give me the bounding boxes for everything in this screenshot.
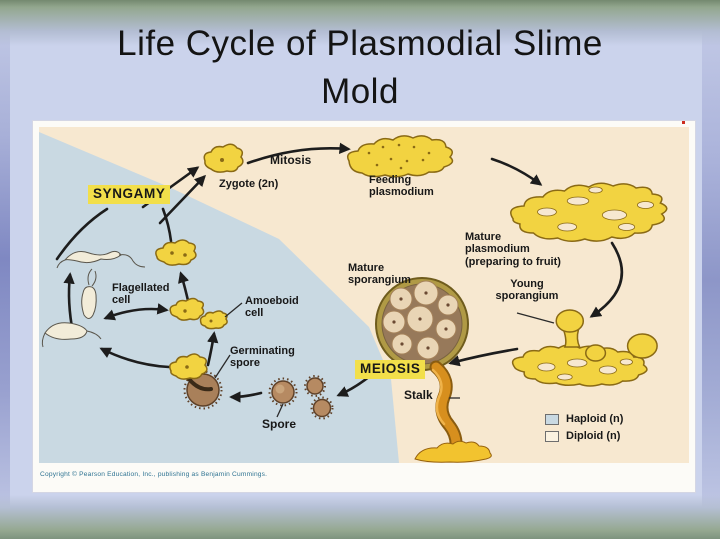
syngamy-label: SYNGAMY xyxy=(88,185,171,204)
spore-label: Spore xyxy=(262,417,297,431)
legend: Haploid (n) Diploid (n) xyxy=(545,413,623,447)
red-dot-artifact xyxy=(682,121,685,124)
fusing-cell-shape xyxy=(155,239,197,266)
meiosis-label: MEIOSIS xyxy=(355,360,426,379)
mature-plasmodium-shape xyxy=(511,183,667,241)
flagellated-cell-label: Flagellated cell xyxy=(112,282,170,307)
cycle-arrows xyxy=(63,142,624,403)
mature-sporangium-label: Mature sporangium xyxy=(348,262,411,287)
legend-row-diploid: Diploid (n) xyxy=(545,430,623,442)
bottom-gradient-band xyxy=(0,495,720,539)
stalk-shape xyxy=(414,360,492,463)
legend-haploid-label: Haploid (n) xyxy=(566,413,624,425)
feeding-plasmodium-shape xyxy=(346,135,454,178)
amoeboid-cells-shape xyxy=(169,297,228,330)
flagellated-cells-shape xyxy=(41,250,146,348)
legend-row-haploid: Haploid (n) xyxy=(545,413,623,425)
mitosis-label: Mitosis xyxy=(270,153,312,167)
legend-diploid-swatch xyxy=(545,430,559,442)
top-gradient-band xyxy=(0,0,720,46)
germinating-spore-label: Germinating spore xyxy=(230,345,295,370)
diagram-content: SYNGAMY Zygote (2n) Mitosis Feeding plas… xyxy=(39,127,689,463)
young-sporangium-label: Young sporangium xyxy=(495,278,559,303)
legend-diploid-label: Diploid (n) xyxy=(566,430,621,442)
mature-sporangium-shape xyxy=(375,277,469,371)
young-sporangium-shape xyxy=(513,310,657,386)
page-title: Life Cycle of Plasmodial Slime Mold xyxy=(117,24,603,111)
stalk-label: Stalk xyxy=(404,388,433,402)
left-border-strip xyxy=(0,0,10,539)
feeding-plasmodium-label: Feeding plasmodium xyxy=(369,174,434,199)
mature-plasmodium-label: Mature plasmodium (preparing to fruit) xyxy=(465,231,561,268)
spores-shape xyxy=(268,375,334,420)
right-border-strip xyxy=(702,0,720,539)
zygote-cell-shape xyxy=(203,143,244,173)
pointer-lines xyxy=(214,302,555,418)
legend-haploid-swatch xyxy=(545,413,559,425)
zygote-label: Zygote (2n) xyxy=(219,178,279,190)
germinating-spore-shape xyxy=(169,353,223,410)
amoeboid-cell-label: Amoeboid cell xyxy=(245,295,299,320)
copyright-text: Copyright © Pearson Education, Inc., pub… xyxy=(40,471,268,478)
life-cycle-diagram-art xyxy=(39,132,689,463)
diagram-panel: SYNGAMY Zygote (2n) Mitosis Feeding plas… xyxy=(33,121,695,492)
